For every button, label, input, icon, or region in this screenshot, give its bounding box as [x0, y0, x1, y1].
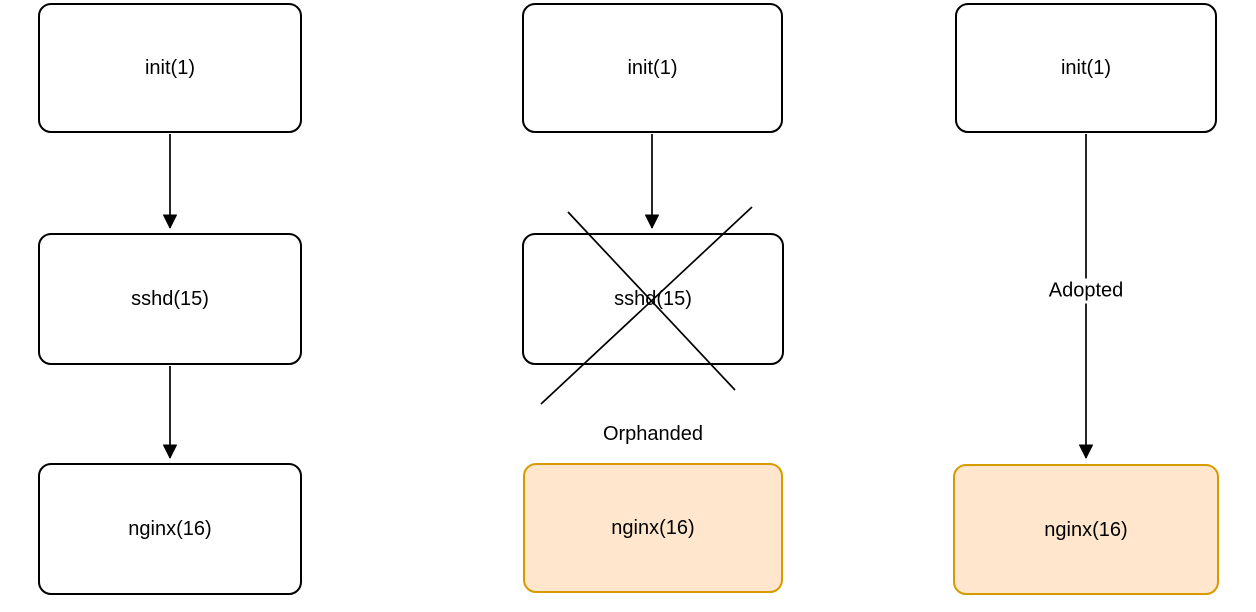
orphaned-init-node: init(1)	[522, 3, 783, 133]
orphaned-nginx-node: nginx(16)	[523, 463, 783, 593]
orphaned-sshd-node: sshd(15)	[522, 233, 784, 365]
adopted-init-node: init(1)	[955, 3, 1217, 133]
adopted-init-label: init(1)	[1060, 57, 1111, 79]
normal-sshd-label: sshd(15)	[131, 288, 209, 310]
normal-nginx-node: nginx(16)	[38, 463, 302, 595]
adopted-nginx-node: nginx(16)	[953, 464, 1219, 595]
normal-init-label: init(1)	[144, 57, 195, 79]
adopted-nginx-label: nginx(16)	[1044, 518, 1128, 541]
normal-init-node: init(1)	[38, 3, 302, 133]
normal-sshd-node: sshd(15)	[38, 233, 302, 365]
orphaned-init-label: init(1)	[627, 57, 678, 79]
orphaned-sshd-label: sshd(15)	[614, 288, 692, 310]
adopted-edge-label: Adopted	[1044, 278, 1128, 304]
orphaned-nginx-label: nginx(16)	[611, 517, 695, 539]
orphaned-caption: Orphanded	[602, 423, 704, 445]
normal-nginx-label: nginx(16)	[128, 518, 212, 540]
